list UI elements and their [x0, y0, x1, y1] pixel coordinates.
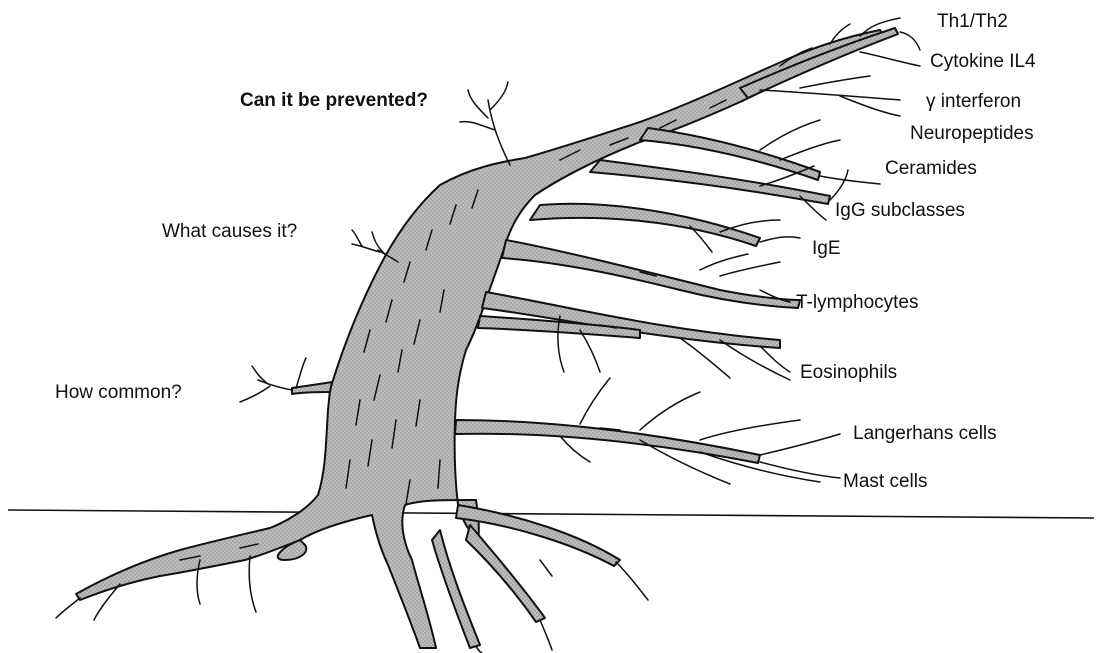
twig-common [240, 358, 306, 402]
question-causes: What causes it? [162, 221, 297, 242]
grain-line [540, 560, 552, 576]
branch-label-neuropeptides: Neuropeptides [910, 123, 1034, 144]
branch-label-ige: IgE [812, 238, 841, 259]
question-prevented: Can it be prevented? [240, 90, 428, 111]
twig-prevented [460, 82, 510, 165]
branch-label-igg-subclasses: IgG subclasses [835, 200, 965, 221]
branch-labels: Th1/Th2 Cytokine IL4 γ interferon Neurop… [796, 11, 1036, 492]
branch-label-cytokine-il4: Cytokine IL4 [930, 51, 1036, 72]
root-middle [466, 525, 545, 622]
limb-igg [530, 204, 760, 246]
branch-label-langerhans-cells: Langerhans cells [853, 423, 997, 444]
question-common: How common? [55, 382, 182, 403]
branch-label-t-lymphocytes: T-lymphocytes [796, 292, 918, 313]
ground-line [8, 510, 1094, 518]
branch-label-ceramides: Ceramides [885, 158, 977, 179]
branch-label-th1-th2: Th1/Th2 [937, 11, 1008, 32]
branch-label-gamma-interferon: γ interferon [926, 91, 1021, 112]
branch-label-eosinophils: Eosinophils [800, 362, 897, 383]
branch-label-mast-cells: Mast cells [843, 471, 927, 492]
limb-th1 [740, 28, 898, 98]
twig-lang [580, 378, 840, 455]
